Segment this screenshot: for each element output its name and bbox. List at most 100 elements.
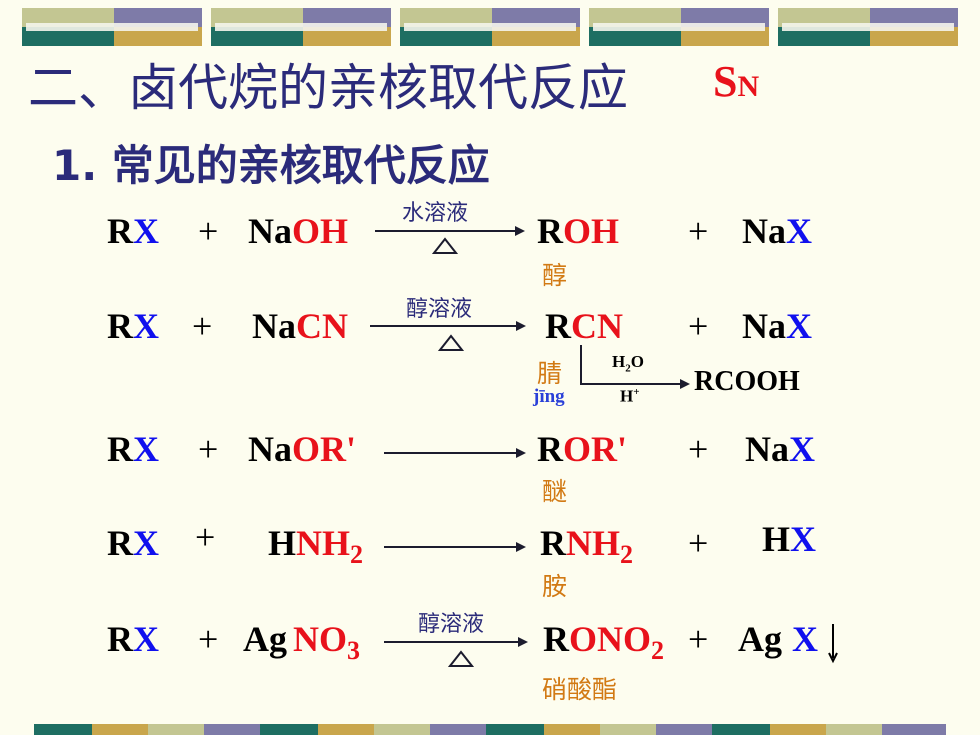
reagent-group: OR' — [292, 429, 357, 469]
reagent-group: OH — [292, 211, 349, 251]
reagent-cation: Na — [252, 306, 296, 346]
reactant-rx: RX — [107, 305, 159, 347]
byproduct-x: X — [786, 211, 812, 251]
condition-text: 水溶液 — [402, 201, 469, 226]
heat-triangle-icon — [448, 650, 474, 667]
reactant-rx: RX — [107, 428, 159, 470]
arrow-head — [516, 542, 526, 552]
heat-triangle-icon — [432, 237, 458, 254]
plus-sign: + — [688, 306, 709, 346]
plus-sign: + — [192, 306, 213, 346]
sn-label: SN — [713, 56, 759, 107]
reagent: HNH2 — [268, 522, 363, 570]
product: RNH2 — [540, 522, 633, 570]
byproduct-cation: Ag — [738, 619, 782, 659]
arrow-head — [515, 226, 525, 236]
top-decor-bar — [22, 8, 960, 46]
reaction-arrow — [384, 641, 518, 643]
reagent-group: NO — [293, 619, 347, 659]
byproduct-x: X — [790, 519, 817, 559]
arrow-head — [518, 637, 528, 647]
byproduct-cation: Na — [745, 429, 789, 469]
product-name: 醇 — [542, 261, 568, 290]
top-decor-pattern — [22, 8, 958, 46]
halogen-x: X — [133, 429, 159, 469]
title-text: 二、卤代烷的亲核取代反应 — [28, 59, 628, 117]
product-r: R — [545, 306, 571, 346]
r-group: R — [107, 429, 133, 469]
halogen-x: X — [133, 211, 159, 251]
plus-sign: + — [688, 619, 709, 659]
hplus-sup: + — [633, 386, 640, 398]
reagent-cation: Na — [248, 429, 292, 469]
reaction-arrow — [384, 452, 516, 454]
h2o-o: O — [630, 352, 644, 371]
r-group: R — [107, 211, 133, 251]
reactant-rx: RX — [107, 522, 159, 564]
product-name: 硝酸酯 — [542, 675, 618, 704]
reagent-cation: Na — [248, 211, 292, 251]
arrow-head — [516, 448, 526, 458]
reactant-rx: RX — [107, 618, 159, 660]
h2o-h: H — [612, 352, 626, 371]
plus-sign: + — [198, 211, 219, 251]
reagent: NaCN — [252, 305, 348, 347]
reaction-arrow — [375, 230, 515, 232]
product-name: 胺 — [542, 572, 568, 601]
heat-triangle-icon — [438, 334, 464, 351]
arrow-head — [516, 321, 526, 331]
byproduct: HX — [762, 518, 816, 560]
plus-sign: + — [198, 619, 219, 659]
plus-sign: + — [688, 211, 709, 251]
reagent-subscript: 2 — [350, 540, 364, 570]
product-r: R — [540, 523, 566, 563]
rcooh-product: RCOOH — [694, 366, 800, 397]
reagent: NaOR' — [248, 428, 356, 470]
product-name: 醚 — [542, 477, 568, 506]
product-group: ONO — [569, 619, 652, 659]
reagent: NaOH — [248, 210, 348, 252]
plus-sign: + — [195, 517, 216, 557]
product: ROR' — [537, 428, 627, 470]
pinyin: jīng — [533, 386, 565, 407]
product-group: NH — [566, 523, 620, 563]
sn-s: S — [713, 57, 738, 106]
product-subscript: 2 — [651, 636, 665, 666]
bottom-decor-bar — [34, 724, 946, 735]
sn-n: N — [737, 70, 760, 103]
product-name: 腈 — [537, 359, 563, 388]
product-r: R — [537, 429, 563, 469]
byproduct-x: X — [786, 306, 812, 346]
reagent-subscript: 3 — [347, 636, 360, 666]
r-group: R — [107, 523, 133, 563]
section-subtitle: 1. 常见的亲核取代反应 — [52, 132, 490, 193]
hplus-h: H — [620, 386, 634, 406]
reagent-group: CN — [296, 306, 348, 346]
arrow-head — [680, 379, 690, 389]
r-group: R — [107, 619, 133, 659]
byproduct-x: X — [792, 619, 818, 659]
page-title: 二、卤代烷的亲核取代反应 — [28, 48, 628, 120]
subtitle-text: 1. 常见的亲核取代反应 — [52, 141, 490, 190]
byproduct-cation: Na — [742, 306, 786, 346]
byproduct: NaX — [745, 428, 815, 470]
byproduct: NaX — [742, 210, 812, 252]
product-group: OH — [563, 211, 620, 251]
product-subscript: 2 — [620, 540, 633, 570]
product-r: R — [537, 211, 563, 251]
product-group: CN — [571, 306, 623, 346]
halogen-x: X — [133, 523, 159, 563]
h2o-sub: 2 — [625, 362, 631, 375]
condition-text: 醇溶液 — [418, 612, 485, 637]
product: RONO2 — [543, 618, 664, 666]
product-group: OR' — [563, 429, 628, 469]
byproduct-x: X — [789, 429, 815, 469]
product: RCN — [545, 305, 623, 347]
reagent-cation: H — [268, 523, 297, 563]
precipitate-arrow-icon — [828, 624, 838, 664]
plus-sign: + — [688, 429, 709, 469]
byproduct-cation: Na — [742, 211, 786, 251]
branch-line — [580, 345, 582, 385]
